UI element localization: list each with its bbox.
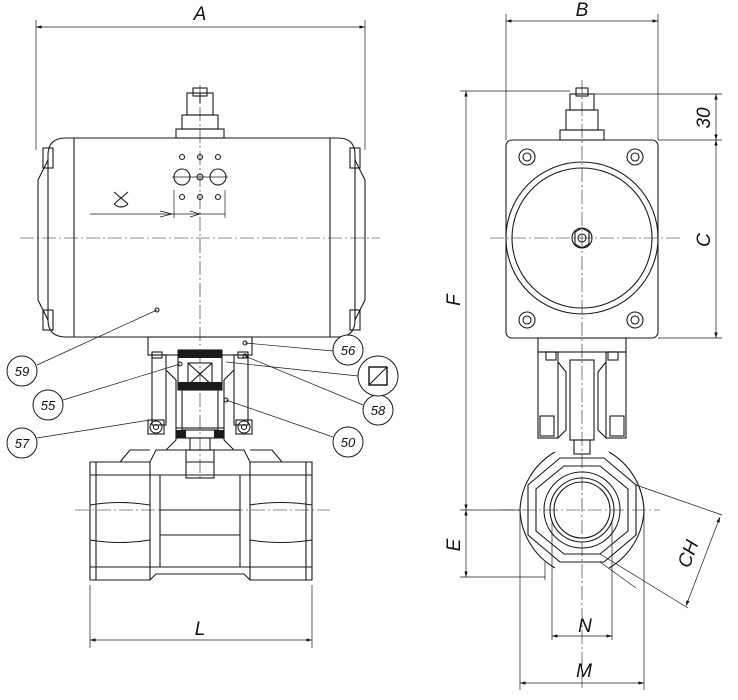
- dim-label-l: L: [195, 619, 206, 640]
- dim-label-m: M: [576, 661, 592, 682]
- dimension-ch: CH: [599, 484, 723, 609]
- dim-label-b: B: [576, 0, 589, 21]
- callout-label-58: 58: [371, 403, 386, 418]
- callout-56: 56: [242, 334, 364, 366]
- namur-port-pattern: [90, 153, 228, 218]
- dim-label-n: N: [578, 616, 592, 637]
- dim-label-f: F: [444, 293, 465, 306]
- dimension-n: N: [552, 616, 612, 638]
- dimension-e: E: [444, 510, 545, 578]
- dim-label-ch: CH: [674, 537, 703, 570]
- side-valve-body: [500, 451, 660, 690]
- side-view: B 30: [444, 0, 723, 690]
- dimension-l: L: [89, 585, 313, 648]
- callout-57: 57: [6, 419, 151, 459]
- dim-label-e: E: [444, 538, 465, 551]
- callout-58: 58: [242, 353, 394, 426]
- dimension-a: A: [35, 4, 366, 150]
- valve-body: [75, 449, 330, 581]
- callout-59: 59: [6, 307, 160, 387]
- callout-label-55: 55: [41, 398, 56, 413]
- side-top-shaft: [559, 87, 605, 141]
- square-stem-symbol: [225, 355, 399, 397]
- callout-label-57: 57: [15, 436, 30, 451]
- dimension-30: 30: [594, 93, 722, 141]
- bracket-bolts: [147, 419, 253, 435]
- dimension-c: C: [658, 140, 722, 339]
- callout-label-56: 56: [341, 343, 356, 358]
- side-bracket: [537, 337, 627, 455]
- callout-50: 50: [223, 397, 364, 458]
- actuator-body: [20, 85, 380, 480]
- stem-coupling: [175, 349, 225, 479]
- actuator-top-shaft: [175, 87, 225, 139]
- dimension-b: B: [505, 0, 659, 140]
- actuator-side-body: [490, 80, 680, 690]
- dim-label-30: 30: [694, 107, 715, 129]
- dimension-m: M: [520, 661, 644, 685]
- callout-label-50: 50: [341, 435, 356, 450]
- front-view: A: [6, 4, 399, 648]
- dim-label-a: A: [193, 4, 207, 25]
- callout-label-59: 59: [15, 364, 29, 379]
- callout-55: 55: [32, 361, 183, 421]
- dim-label-c: C: [694, 233, 715, 247]
